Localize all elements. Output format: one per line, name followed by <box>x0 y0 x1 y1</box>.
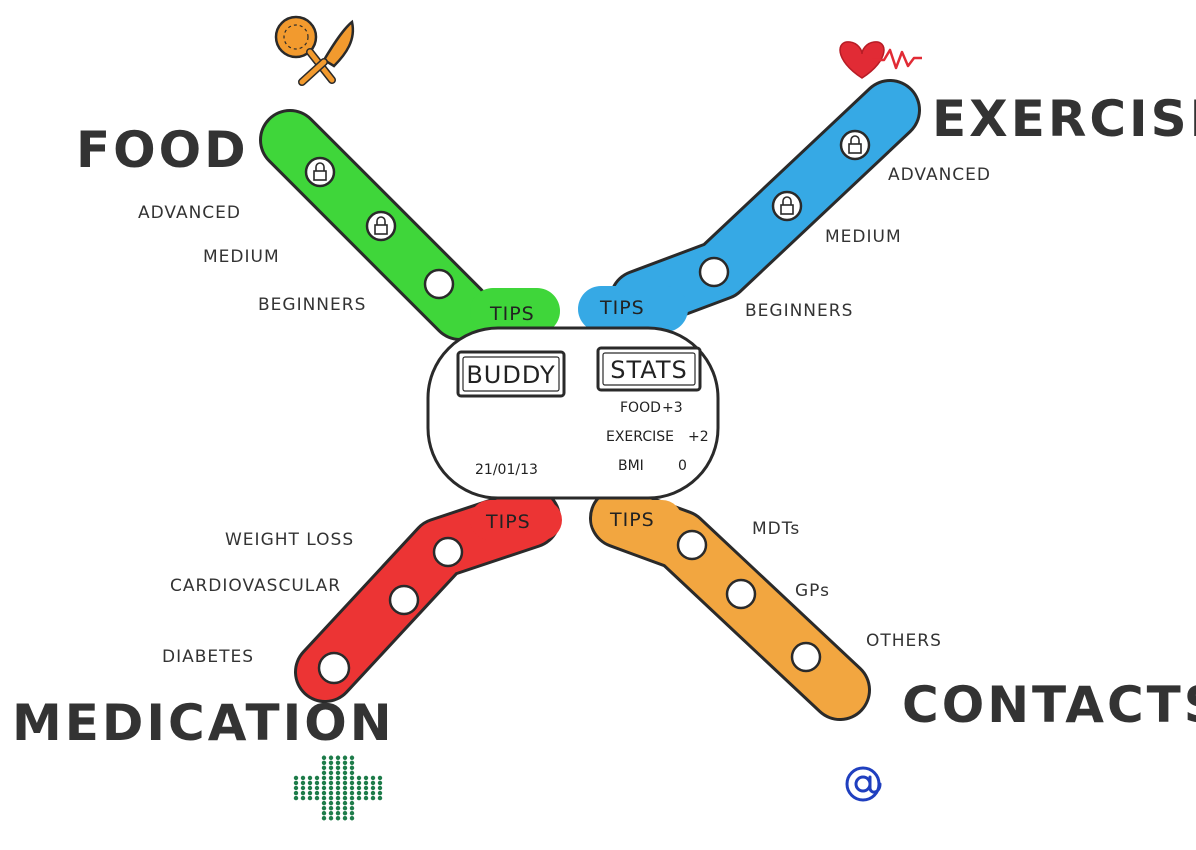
food-level-beginners: BEGINNERS <box>258 295 366 315</box>
exercise-title[interactable]: EXERCISE <box>932 90 1196 148</box>
medication-item-diabetes: DIABETES <box>162 647 254 667</box>
exercise-beginners-button[interactable] <box>698 256 730 288</box>
food-tips-label[interactable]: TIPS <box>489 303 535 325</box>
medication-weight-loss-button[interactable] <box>432 536 464 568</box>
buddy-button[interactable]: BUDDY <box>456 350 566 398</box>
medication-item-weight-loss: WEIGHT LOSS <box>225 530 354 550</box>
stats-list: FOOD +3 EXERCISE +2 BMI 0 <box>606 400 709 474</box>
heartbeat-icon <box>839 41 922 79</box>
food-advanced-lock-icon[interactable] <box>304 156 336 188</box>
stats-label: STATS <box>610 356 687 384</box>
contacts-others-button[interactable] <box>790 641 822 673</box>
at-sign-icon <box>845 766 882 802</box>
medication-item-cardiovascular: CARDIOVASCULAR <box>170 576 341 596</box>
medication-title[interactable]: MEDICATION <box>12 694 395 752</box>
fork-knife-icon <box>274 15 355 86</box>
contacts-item-mdts: MDTs <box>752 519 800 539</box>
contacts-item-others: OTHERS <box>866 631 942 651</box>
food-level-medium: MEDIUM <box>203 247 280 267</box>
stat-exercise-value: +2 <box>688 429 709 445</box>
stat-bmi-value: 0 <box>678 458 687 474</box>
stat-food-value: +3 <box>662 400 683 416</box>
medication-tips-label[interactable]: TIPS <box>485 511 531 533</box>
exercise-medium-lock-icon[interactable] <box>771 190 803 222</box>
buddy-label: BUDDY <box>466 361 555 389</box>
exercise-level-beginners: BEGINNERS <box>745 301 853 321</box>
exercise-advanced-lock-icon[interactable] <box>839 129 871 161</box>
contacts-title[interactable]: CONTACTS <box>902 676 1196 734</box>
contacts-gps-button[interactable] <box>725 578 757 610</box>
food-medium-lock-icon[interactable] <box>365 210 397 242</box>
medical-cross-icon <box>293 755 383 821</box>
medication-diabetes-button[interactable] <box>317 651 351 685</box>
contacts-tips-label[interactable]: TIPS <box>609 509 655 531</box>
food-beginners-button[interactable] <box>423 268 455 300</box>
stat-food-label: FOOD <box>620 400 661 416</box>
stats-button[interactable]: STATS <box>596 346 702 392</box>
exercise-tips-label[interactable]: TIPS <box>599 297 645 319</box>
exercise-level-medium: MEDIUM <box>825 227 902 247</box>
medication-cardiovascular-button[interactable] <box>388 584 420 616</box>
stat-exercise-label: EXERCISE <box>606 429 674 445</box>
exercise-level-advanced: ADVANCED <box>888 165 991 185</box>
contacts-mdts-button[interactable] <box>676 529 708 561</box>
food-level-advanced: ADVANCED <box>138 203 241 223</box>
date-label: 21/01/13 <box>475 462 538 478</box>
contacts-item-gps: GPs <box>795 581 830 601</box>
food-title[interactable]: FOOD <box>76 121 249 179</box>
stat-bmi-label: BMI <box>618 458 644 474</box>
